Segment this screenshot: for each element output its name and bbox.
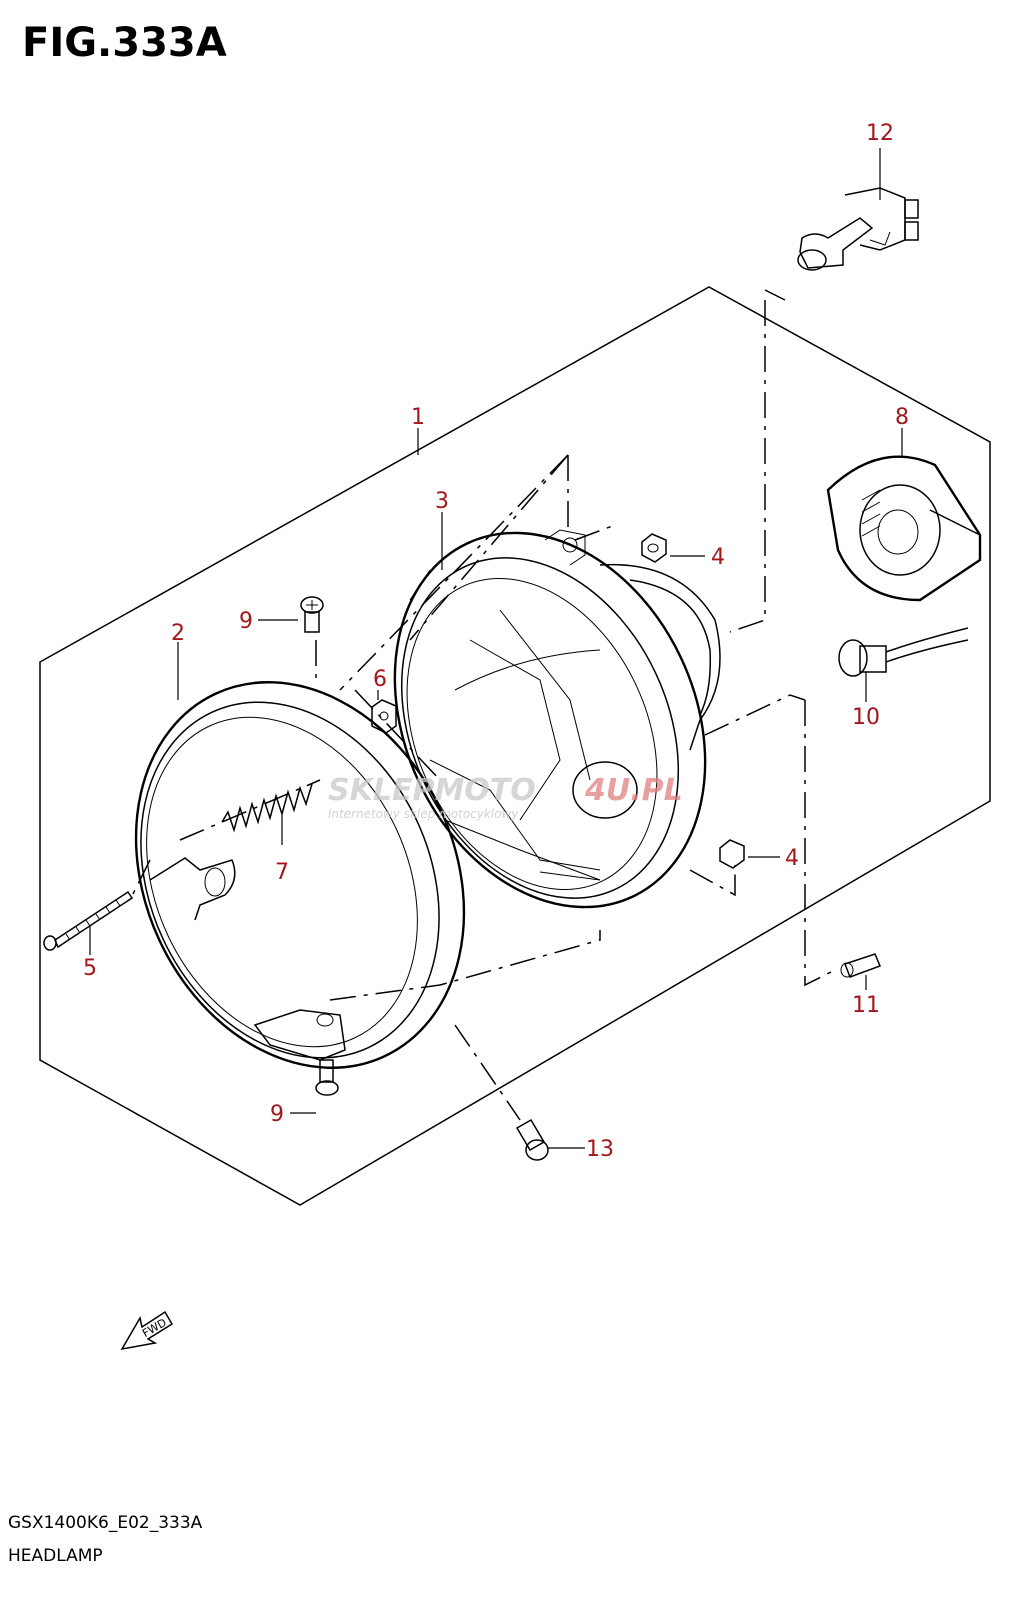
watermark-tagline: internetowy sklep motocyklowy bbox=[328, 807, 519, 821]
position-lamp-bulb bbox=[840, 953, 881, 978]
callout-4-upper: 4 bbox=[711, 545, 725, 570]
diagram-code: GSX1400K6_E02_333A bbox=[8, 1513, 203, 1533]
callout-5: 5 bbox=[83, 956, 97, 981]
callout-6: 6 bbox=[373, 667, 387, 692]
headlight-bulb bbox=[797, 187, 919, 271]
figure-title: FIG.333A bbox=[22, 20, 227, 66]
adjusting-spring bbox=[221, 783, 313, 833]
callout-13: 13 bbox=[586, 1137, 614, 1162]
callout-1: 1 bbox=[411, 405, 425, 430]
rim-clip bbox=[515, 1118, 549, 1161]
assembly-outline bbox=[39, 286, 991, 1206]
forward-arrow-icon: FWD bbox=[120, 1310, 174, 1351]
speed-nut bbox=[371, 699, 397, 734]
callout-10: 10 bbox=[852, 705, 880, 730]
callout-8: 8 bbox=[895, 405, 909, 430]
callout-9-upper: 9 bbox=[239, 609, 253, 634]
diagram-name: HEADLAMP bbox=[8, 1546, 103, 1566]
socket-cover bbox=[826, 455, 982, 602]
svg-text:FWD: FWD bbox=[140, 1316, 169, 1340]
callout-3: 3 bbox=[435, 489, 449, 514]
callout-7: 7 bbox=[275, 860, 289, 885]
callout-11: 11 bbox=[852, 993, 880, 1018]
watermark-accent: 4U.PL bbox=[584, 773, 683, 808]
watermark-main: SKLEPMOTO bbox=[328, 773, 536, 808]
screw-top bbox=[300, 596, 324, 633]
headlamp-unit bbox=[393, 529, 721, 909]
callout-12: 12 bbox=[866, 121, 894, 146]
nut-upper bbox=[641, 533, 667, 563]
callout-leaders bbox=[89, 148, 903, 1149]
callout-9-lower: 9 bbox=[270, 1102, 284, 1127]
adjusting-screw bbox=[43, 890, 134, 951]
headlamp-rim bbox=[134, 681, 466, 1069]
nut-lower bbox=[719, 839, 745, 869]
guide-lines bbox=[129, 289, 836, 1121]
callout-4-lower: 4 bbox=[785, 846, 799, 871]
position-lamp-socket bbox=[838, 627, 969, 677]
screw-bottom bbox=[315, 1059, 339, 1096]
watermark: SKLEPMOTO 4U.PL internetowy sklep motocy… bbox=[328, 773, 683, 821]
callout-2: 2 bbox=[171, 621, 185, 646]
